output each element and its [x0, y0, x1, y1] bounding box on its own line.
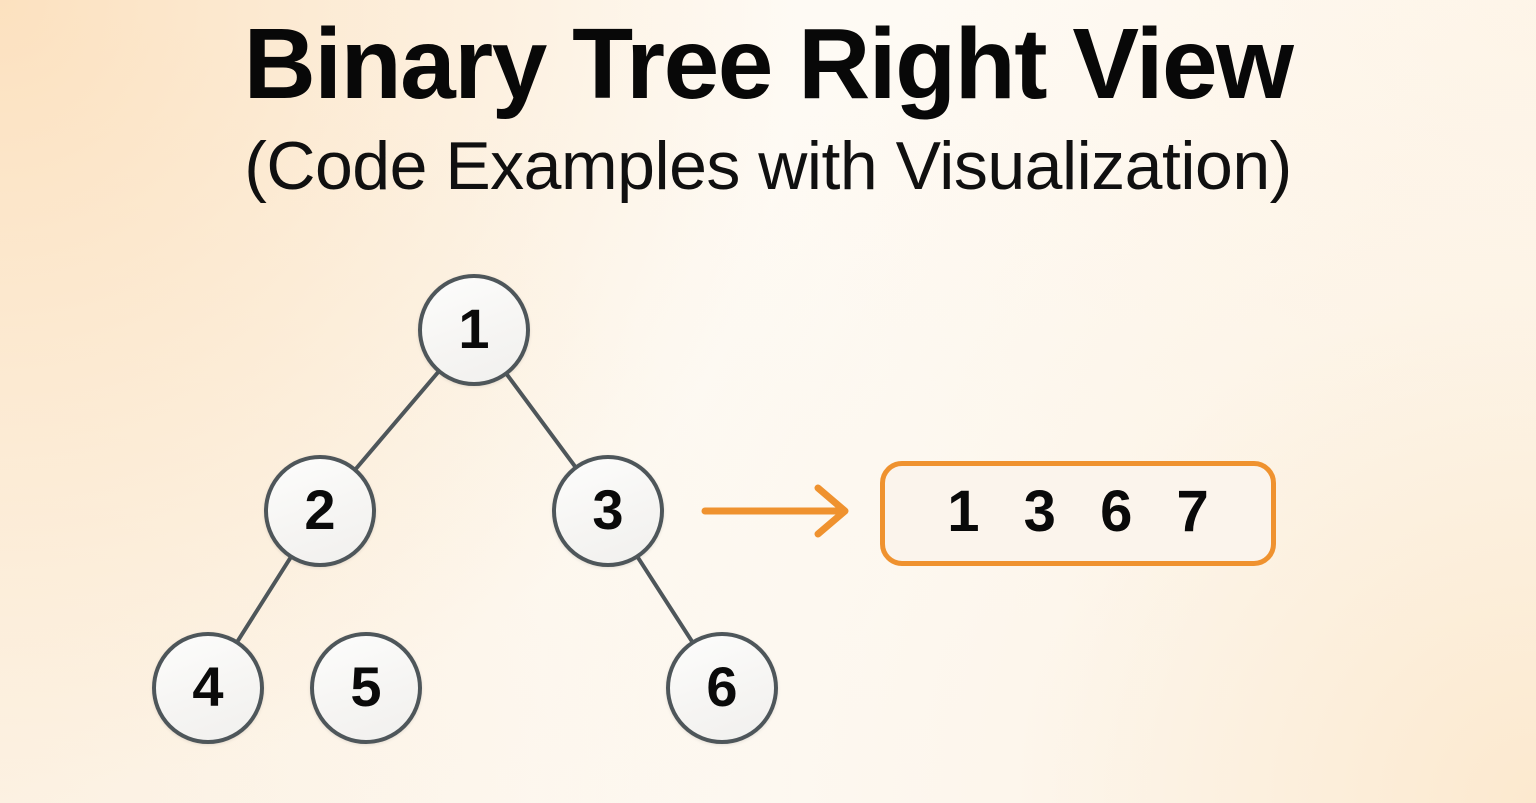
header: Binary Tree Right View (Code Examples wi… — [0, 0, 1536, 200]
result-value-2: 6 — [1100, 478, 1133, 544]
tree-node-2[interactable]: 2 — [264, 455, 376, 567]
tree-edge — [504, 371, 578, 470]
result-value-1: 3 — [1023, 478, 1056, 544]
tree-node-5[interactable]: 5 — [310, 632, 422, 744]
tree-node-6[interactable]: 6 — [666, 632, 778, 744]
tree-edge — [234, 554, 294, 645]
result-value-3: 7 — [1176, 478, 1209, 544]
tree-node-3[interactable]: 3 — [552, 455, 664, 567]
tree-node-4[interactable]: 4 — [152, 632, 264, 744]
tree-node-1[interactable]: 1 — [418, 274, 530, 386]
right-arrow-icon — [701, 484, 849, 538]
result-value-0: 1 — [947, 478, 980, 544]
tree-edge — [635, 554, 695, 645]
tree-node-label: 3 — [592, 477, 624, 541]
tree-node-label: 2 — [304, 477, 336, 541]
page-subtitle: (Code Examples with Visualization) — [244, 128, 1292, 204]
tree-node-label: 6 — [706, 654, 738, 718]
tree-node-label: 1 — [458, 296, 490, 360]
tree-node-label: 5 — [350, 654, 382, 718]
tree-node-label: 4 — [192, 654, 224, 718]
page-title: Binary Tree Right View — [243, 8, 1294, 120]
tree-edge — [352, 369, 442, 472]
